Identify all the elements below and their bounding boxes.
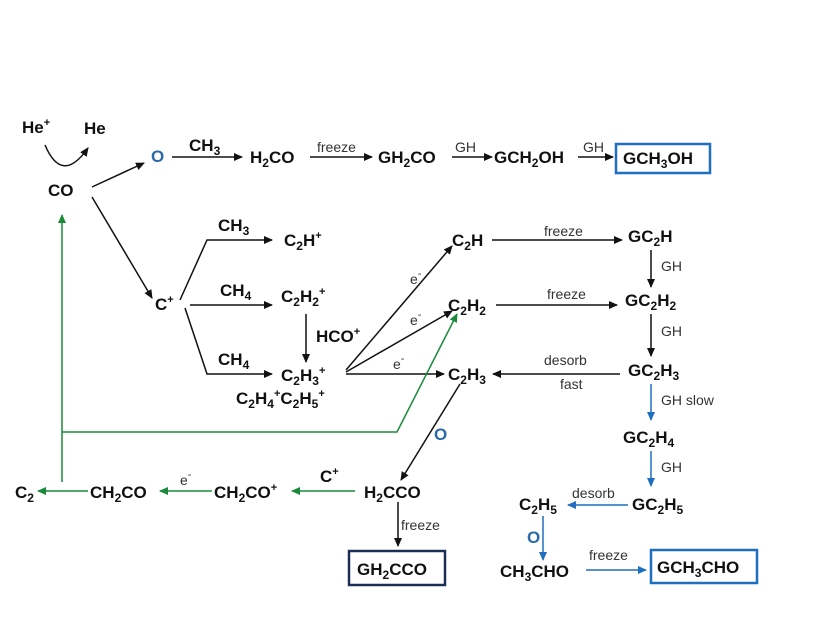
arrow-green-to-c2h2 (62, 313, 458, 433)
label-gh-2: GH (583, 139, 604, 155)
species-hco-plus: HCO+ (316, 326, 360, 346)
arrow-to-c2h (345, 245, 453, 371)
label-electron-3: e- (393, 353, 405, 372)
label-gh-3: GH (661, 258, 682, 274)
label-desorb-1: desorb (544, 352, 587, 368)
arrow-to-c2h2 (345, 310, 453, 373)
species-oxygen-mid: O (434, 425, 447, 444)
species-gh2cco: GH2CCO (357, 560, 427, 582)
species-c2h3-plus: C2H3+ (281, 365, 325, 388)
arrow-he-curve (44, 144, 89, 167)
species-c-plus: C+ (155, 294, 174, 314)
species-ch2co: CH2CO (90, 483, 147, 505)
species-oxygen-right: O (527, 528, 540, 547)
label-gh-4: GH (661, 323, 682, 339)
species-gch3oh: GCH3OH (623, 149, 693, 171)
arrow-co-to-o (91, 162, 145, 188)
species-c2h-plus: C2H+ (284, 230, 322, 253)
species-gh2co: GH2CO (378, 148, 436, 170)
green-arrows (37, 214, 458, 495)
arrow-c-plus-branch-top (179, 236, 273, 301)
species-c2h5: C2H5 (519, 495, 557, 517)
gch3oh-box (614, 142, 712, 175)
species-h2co: H2CO (250, 148, 294, 170)
species-ch3-top: CH3 (189, 136, 221, 158)
species-gc2h2: GC2H2 (625, 291, 676, 313)
species-co: CO (48, 181, 74, 200)
species-c-plus-b: C+ (320, 466, 339, 486)
species-gch2oh: GCH2OH (494, 148, 564, 170)
label-freeze-4: freeze (589, 547, 628, 563)
species-ch4-a: CH4 (220, 281, 252, 303)
species-ch2co-plus: CH2CO+ (214, 482, 277, 505)
label-gh-slow: GH slow (661, 392, 715, 408)
arrow-co-to-c-plus (91, 196, 153, 299)
species-h2cco: H2CCO (364, 483, 421, 505)
reaction-labels: freeze GH GH freeze freeze e- e- e- deso… (180, 139, 715, 563)
species-gc2h3: GC2H3 (628, 361, 679, 383)
arrow-c-plus-branch-bottom (184, 307, 273, 378)
species-gc2h4: GC2H4 (623, 428, 674, 450)
label-freeze-1: freeze (317, 139, 356, 155)
species-c2: C2 (15, 483, 34, 505)
label-freeze-3: freeze (547, 286, 586, 302)
label-gh-1: GH (455, 139, 476, 155)
label-electron-4: e- (180, 469, 192, 488)
label-electron-2: e- (410, 309, 422, 328)
label-freeze-5: freeze (401, 517, 440, 533)
species-c2h4-c2h5-plus: C2H4+C2H5+ (236, 388, 325, 411)
label-electron-1: e- (410, 268, 422, 287)
species-c2h: C2H (452, 231, 483, 253)
species-ch4-b: CH4 (218, 350, 250, 372)
species-c2h2: C2H2 (448, 296, 486, 318)
label-freeze-2: freeze (544, 223, 583, 239)
gh2cco-box (347, 549, 447, 587)
label-desorb-2: desorb (572, 485, 615, 501)
species-gch3cho: GCH3CHO (657, 558, 739, 580)
species-ch3cho: CH3CHO (500, 562, 569, 584)
blue-arrows (539, 384, 655, 574)
label-gh-5: GH (661, 459, 682, 475)
gch3cho-box (649, 548, 759, 585)
species-gc2h: GC2H (628, 227, 672, 249)
species-he: He (84, 119, 106, 138)
species-oxygen-top: O (151, 147, 164, 166)
species-c2h2-plus: C2H2+ (281, 286, 325, 309)
black-arrows (44, 144, 655, 547)
arrow-c2h3-to-h2cco (400, 383, 461, 481)
species-labels: He+ He CO O CH3 H2CO GH2CO GCH2OH GCH3OH… (15, 117, 739, 584)
species-c2h3: C2H3 (448, 365, 486, 387)
label-fast: fast (560, 376, 583, 392)
species-he-plus: He+ (22, 117, 50, 137)
species-ch3-mid: CH3 (218, 216, 250, 238)
species-gc2h5: GC2H5 (632, 495, 683, 517)
